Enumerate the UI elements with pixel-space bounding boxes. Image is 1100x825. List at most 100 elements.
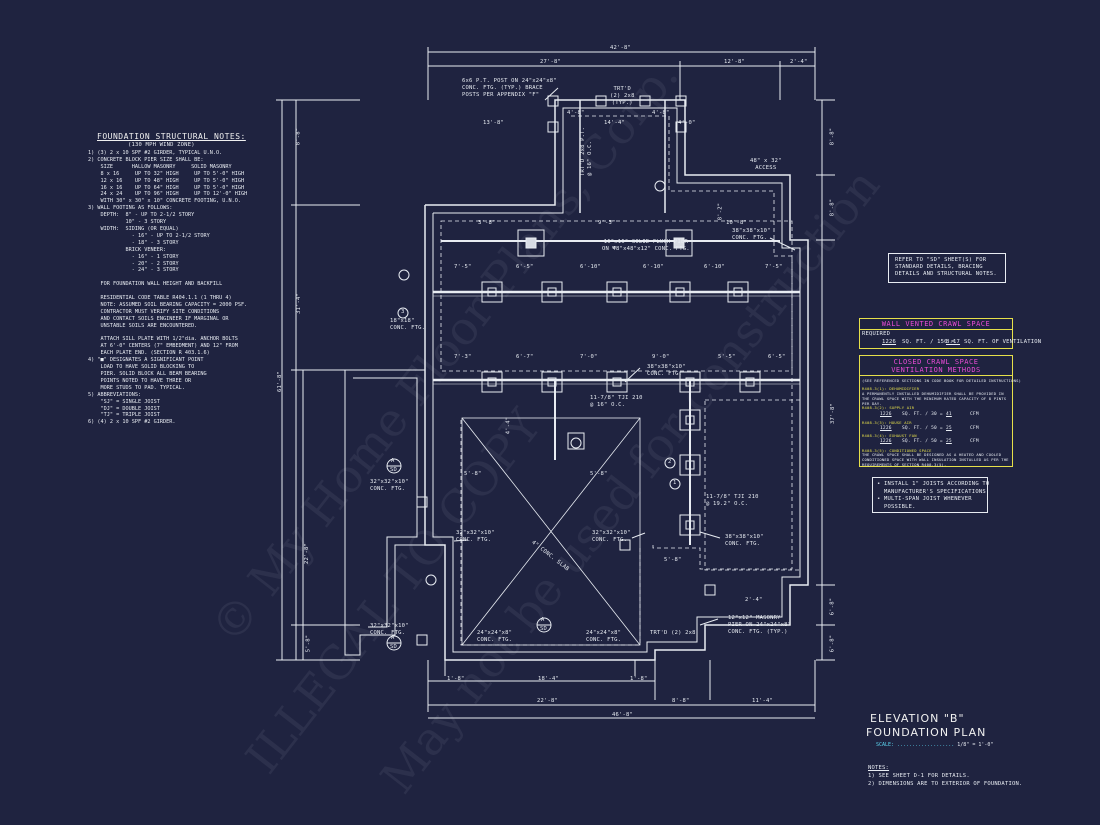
dim-4-8a: 4'-8"	[567, 110, 585, 116]
dim-right-b: 8'-8"	[829, 198, 836, 217]
joist-line: MANUFACTURER'S SPECIFICATIONS.	[877, 488, 990, 495]
dim-bottom-c: 8'-8"	[672, 698, 690, 704]
dim-3-8a: 3'-8"	[478, 220, 496, 226]
m4-val: 25	[946, 439, 952, 444]
method-head: R408.3(1): DEHUMIDIFIER	[862, 386, 920, 391]
row1-dim: 7'-5"	[765, 264, 783, 270]
row1-dim: 6'-10"	[643, 264, 665, 270]
dim-5-8b: 5'-8"	[590, 471, 608, 477]
dim-5-8c: 5'-8"	[664, 557, 682, 563]
refer-line: DETAILS AND STRUCTURAL NOTES.	[895, 271, 997, 277]
ftg-note: 18"x18"CONC. FTG.	[390, 318, 426, 331]
footer-notes-title: NOTES:	[868, 765, 890, 771]
dim-right-d: 6'-8"	[829, 597, 836, 616]
drawing-title-line2: FOUNDATION PLAN	[866, 726, 987, 739]
method-head: R408.3(3): HOUSE AIR	[862, 420, 912, 425]
dim-4-0: 4'-0"	[678, 120, 696, 126]
dim-left-a: 8'-8"	[295, 127, 302, 146]
m3-area: 1226	[880, 426, 892, 431]
access-note: 48" x 32"ACCESS	[750, 158, 782, 171]
joist-line: • INSTALL 1" JOISTS ACCORDING TO	[877, 481, 990, 487]
ftg-note: 38"x38"x10"CONC. FTG.	[647, 364, 686, 377]
drawing-title-line1: ELEVATION "B"	[870, 712, 965, 725]
scale-row: SCALE: ................... 1/8" = 1'-0"	[876, 742, 994, 748]
row1-dim: 6'-10"	[580, 264, 602, 270]
refer-line: REFER TO "SD" SHEET(S) FOR	[895, 257, 987, 263]
tag: 2	[668, 459, 672, 465]
dim-bottom-a: 22'-8"	[537, 698, 559, 704]
dim-4-8b: 4'-8"	[652, 110, 670, 116]
dim-bottom-total: 46'-8"	[612, 712, 634, 718]
row1-dim: 6'-5"	[516, 264, 534, 270]
section-label: SD	[540, 626, 548, 632]
row2-dim: 9'-0"	[652, 354, 670, 360]
trtd-2x8: TRT'D (2) 2x8	[650, 630, 696, 636]
ftg-note: 24"x24"x8"CONC. FTG.	[586, 630, 622, 643]
refer-line: STANDARD DETAILS, BRACING	[895, 264, 983, 270]
span-note: 11-7/8" TJI 210@ 19.2" O.C.	[706, 494, 759, 507]
section-label: A	[391, 635, 395, 641]
dim-left-total: 61'-8"	[277, 370, 284, 393]
dim-8-2: 8'-2"	[717, 202, 724, 221]
ftg-note: 32"x32"x10"CONC. FTG.	[370, 623, 409, 636]
dim-bottom-d: 11'-4"	[752, 698, 774, 704]
vent-unit: SQ. FT. / 150 =	[902, 339, 955, 345]
dim-4-4a: 4'-4"	[505, 416, 512, 435]
vent-result: 8.17	[946, 339, 961, 345]
m3-unit: SQ. FT. / 50 =	[902, 426, 943, 431]
dim-10: 10'-8"	[726, 220, 748, 226]
structural-notes-subtitle: (130 MPH WIND ZONE)	[128, 142, 195, 148]
joist-line: • MULTI-SPAN JOIST WHENEVER	[877, 496, 972, 502]
joist-trtd: TRT'D 2x8 P.T.@ 16" O.C.	[580, 126, 593, 176]
ftg-note: 24"x24"x8"CONC. FTG.	[477, 630, 513, 643]
row1-dim: 7'-5"	[454, 264, 472, 270]
dim-right-a: 8'-8"	[829, 127, 836, 146]
tag: 1	[673, 480, 677, 486]
row2-dim: 7'-3"	[454, 354, 472, 360]
dim-5-8a: 5'-8"	[464, 471, 482, 477]
m2-unit: SQ. FT. / 30 =	[902, 412, 943, 417]
method-head: R408.3(4): EXHAUST FAN	[862, 433, 917, 438]
joist-line: POSSIBLE.	[877, 503, 916, 510]
m3-val: 25	[946, 426, 952, 431]
dim-13-8: 13'-8"	[483, 120, 505, 126]
dim-top-b: 12'-8"	[724, 59, 746, 65]
row2-dim: 7'-0"	[580, 354, 598, 360]
method-head: R408.3(2): SUPPLY AIR	[862, 405, 915, 410]
dim-top-total: 42'-8"	[610, 45, 632, 51]
dim-bot-inner-c: 1'-8"	[630, 676, 648, 682]
structural-notes-body: 1) (3) 2 x 10 SPF #2 GIRDER, TYPICAL U.N…	[88, 150, 248, 426]
structural-notes-title: FOUNDATION STRUCTURAL NOTES:	[97, 132, 246, 141]
closed-ref: (SEE REFERENCED SECTIONS IN CODE BOOK FO…	[862, 378, 1022, 383]
row2-dim: 6'-7"	[516, 354, 534, 360]
m2-cfm: CFM	[970, 412, 979, 417]
dim-right-c: 37'-8"	[830, 402, 837, 425]
ftg-note: 32"x32"x10"CONC. FTG.	[370, 479, 409, 492]
ftg-note: 38"x38"x10"CONC. FTG.	[732, 228, 771, 241]
section-label: SD	[390, 467, 398, 473]
method-text: A PERMANENTLY INSTALLED DEHUMIDIFIER SHA…	[862, 391, 1007, 406]
dim-left-c: 22'-8"	[304, 542, 311, 565]
dim-right-e: 6'-8"	[829, 634, 836, 653]
dim-14-4: 14'-4"	[604, 120, 626, 126]
ftg-note: 38"x38"x10"CONC. FTG.	[725, 534, 764, 547]
ftg-note: 32"x32"x10"CONC. FTG.	[456, 530, 495, 543]
row2-dim: 6'-5"	[768, 354, 786, 360]
m2-area: 1226	[880, 412, 892, 417]
dim-left-d: 5'-8"	[305, 634, 312, 653]
m4-cfm: CFM	[970, 439, 979, 444]
vent-unit2: SQ. FT. OF VENTILATION	[964, 339, 1042, 345]
wall-vented-crawl-box: WALL VENTED CRAWL SPACE REQUIRED 1226 SQ…	[859, 318, 1041, 349]
row1-dim: 6'-10"	[704, 264, 726, 270]
ftg-note: 32"x32"x10"CONC. FTG.	[592, 530, 631, 543]
dim-2-4: 2'-4"	[745, 597, 763, 603]
section-label: A	[391, 458, 395, 464]
m3-cfm: CFM	[970, 426, 979, 431]
footer-note-1: 1) SEE SHEET D-1 FOR DETAILS.	[868, 773, 970, 779]
